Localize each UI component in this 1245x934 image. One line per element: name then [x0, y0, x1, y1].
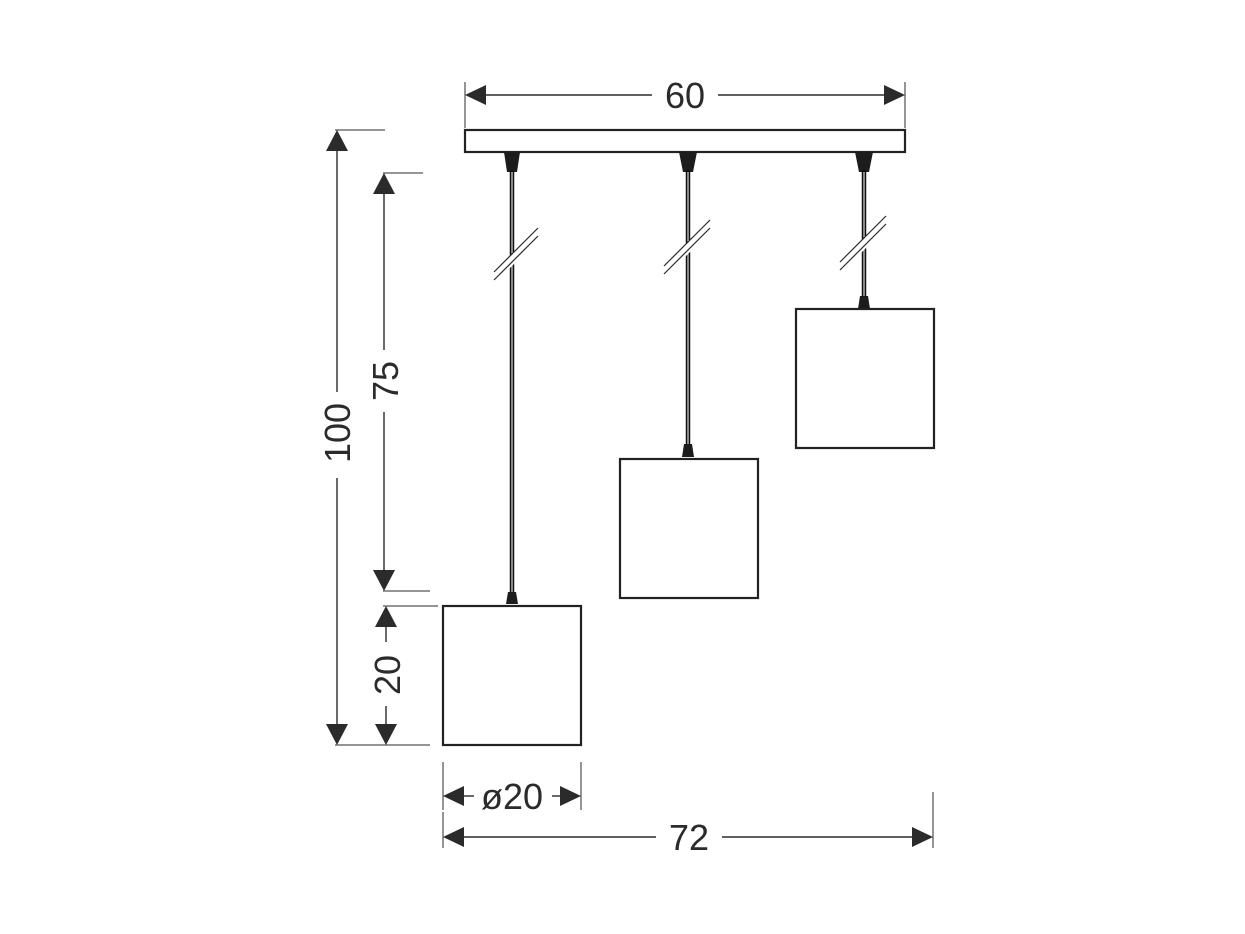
shade-diameter-label: ø20	[481, 776, 543, 817]
dimension-cable-length: 75	[365, 172, 430, 592]
cable-break-middle	[663, 219, 711, 275]
pendant-right-cord	[839, 152, 887, 309]
dimension-shade-diameter: ø20	[442, 762, 582, 817]
canopy-width-label: 60	[665, 75, 705, 116]
pendant-middle-cord	[663, 152, 711, 457]
total-height-label: 100	[317, 403, 358, 463]
pendant-right-shade	[794, 307, 936, 450]
dimension-canopy-width: 60	[464, 75, 906, 128]
pendant-left-shade	[441, 604, 583, 747]
shade-height-label: 20	[367, 655, 408, 695]
pendant-left-cord	[493, 152, 539, 604]
ceiling-canopy	[463, 128, 907, 154]
cable-break-left	[493, 227, 539, 282]
dimension-shade-height: 20	[367, 605, 438, 745]
cable-break-right	[839, 215, 887, 271]
total-width-label: 72	[669, 817, 709, 858]
pendant-middle-shade	[618, 457, 760, 600]
dimension-total-width: 72	[442, 792, 934, 858]
dimension-total-height: 100	[317, 129, 430, 746]
cable-length-label: 75	[365, 361, 406, 401]
